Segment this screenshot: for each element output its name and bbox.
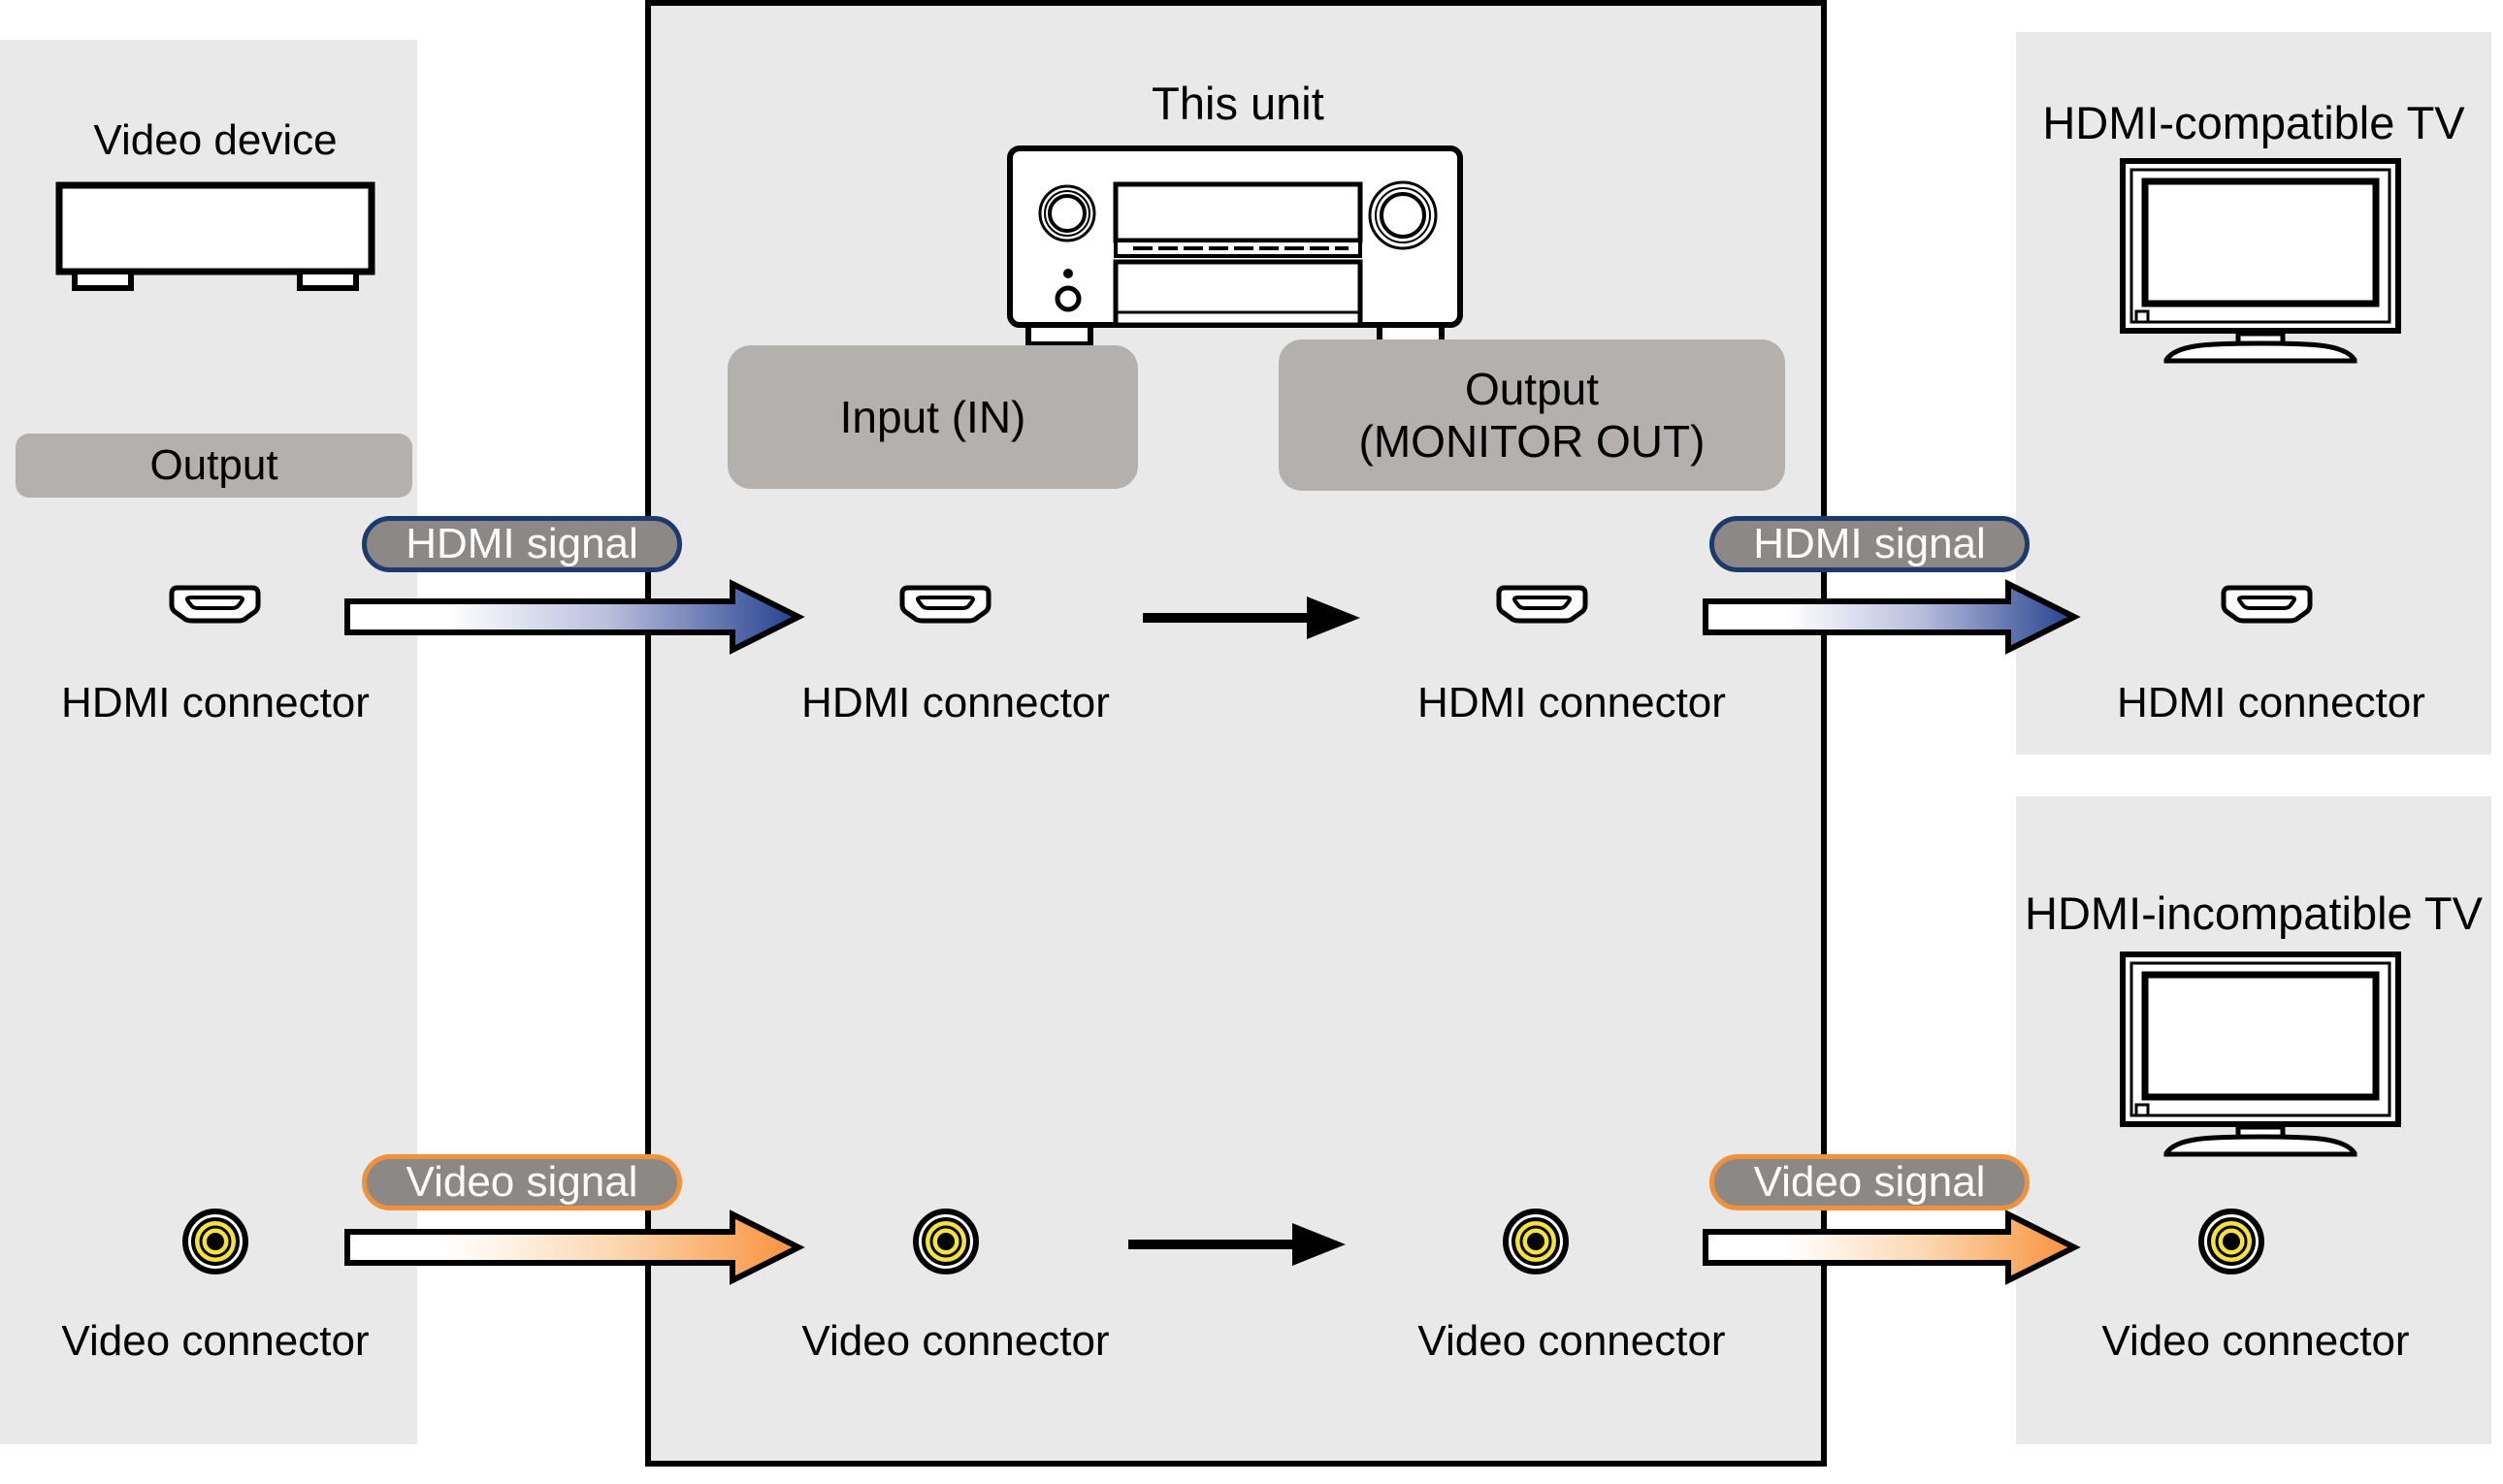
this-unit-title: This unit (1152, 78, 1324, 129)
hdmi-connector-label-unit-in: HDMI connector (801, 679, 1110, 726)
video-signal-right-label: Video signal (1753, 1158, 1986, 1206)
hdmi-incompatible-tv-drawing (2120, 952, 2401, 1157)
hdmi-connector-label-unit-out: HDMI connector (1417, 679, 1726, 726)
device-output-badge: Output (16, 434, 412, 498)
video-connector-icon-device (181, 1208, 249, 1275)
video-connector-label-device: Video connector (61, 1317, 370, 1365)
video-signal-arrow-right (1703, 1210, 2081, 1287)
hdmi-connector-icon-unit-out (1495, 585, 1589, 626)
video-connector-label-unit-in: Video connector (801, 1317, 1110, 1365)
unit-output-badge-label: Output (MONITOR OUT) (1359, 363, 1706, 468)
hdmi-signal-arrow-right (1703, 579, 2081, 657)
hdmi-signal-badge-right: HDMI signal (1709, 516, 2030, 572)
hdmi-signal-badge-left: HDMI signal (362, 516, 682, 572)
hdmi-incompatible-tv-title: HDMI-incompatible TV (2025, 887, 2483, 939)
video-connector-label-unit-out: Video connector (1417, 1317, 1726, 1365)
av-receiver-drawing (1007, 145, 1463, 351)
hdmi-connector-label-device: HDMI connector (61, 679, 370, 726)
hdmi-connector-label-tv: HDMI connector (2117, 679, 2425, 726)
video-connector-icon-unit-out (1502, 1208, 1570, 1275)
video-signal-left-label: Video signal (406, 1158, 638, 1206)
hdmi-compatible-tv-panel (2016, 32, 2491, 755)
video-passthrough-arrow (1125, 1220, 1349, 1269)
video-device-title: Video device (93, 116, 338, 164)
hdmi-connector-icon-device (168, 585, 262, 626)
hdmi-connector-icon-unit-in (898, 585, 992, 626)
unit-output-line2: (MONITOR OUT) (1358, 416, 1706, 467)
device-output-badge-label: Output (149, 441, 278, 489)
video-connector-icon-unit-in (912, 1208, 980, 1275)
hdmi-signal-right-label: HDMI signal (1753, 520, 1986, 567)
unit-output-line1: Output (1464, 364, 1600, 414)
video-signal-badge-right: Video signal (1709, 1154, 2030, 1210)
unit-output-badge: Output (MONITOR OUT) (1279, 339, 1785, 491)
video-signal-arrow-left (344, 1210, 805, 1287)
hdmi-passthrough-arrow (1140, 594, 1363, 642)
hdmi-connector-icon-tv (2220, 585, 2314, 626)
video-device-drawing (55, 181, 375, 293)
video-connector-icon-tv (2197, 1208, 2265, 1275)
hdmi-signal-left-label: HDMI signal (406, 520, 638, 567)
hdmi-compatible-tv-drawing (2120, 158, 2401, 364)
video-connector-label-tv: Video connector (2101, 1317, 2410, 1365)
hdmi-compatible-tv-title: HDMI-compatible TV (2042, 97, 2465, 148)
unit-input-badge-label: Input (IN) (839, 392, 1026, 442)
hdmi-signal-arrow-left (344, 579, 805, 657)
video-signal-badge-left: Video signal (362, 1154, 682, 1210)
unit-input-badge: Input (IN) (728, 345, 1138, 489)
